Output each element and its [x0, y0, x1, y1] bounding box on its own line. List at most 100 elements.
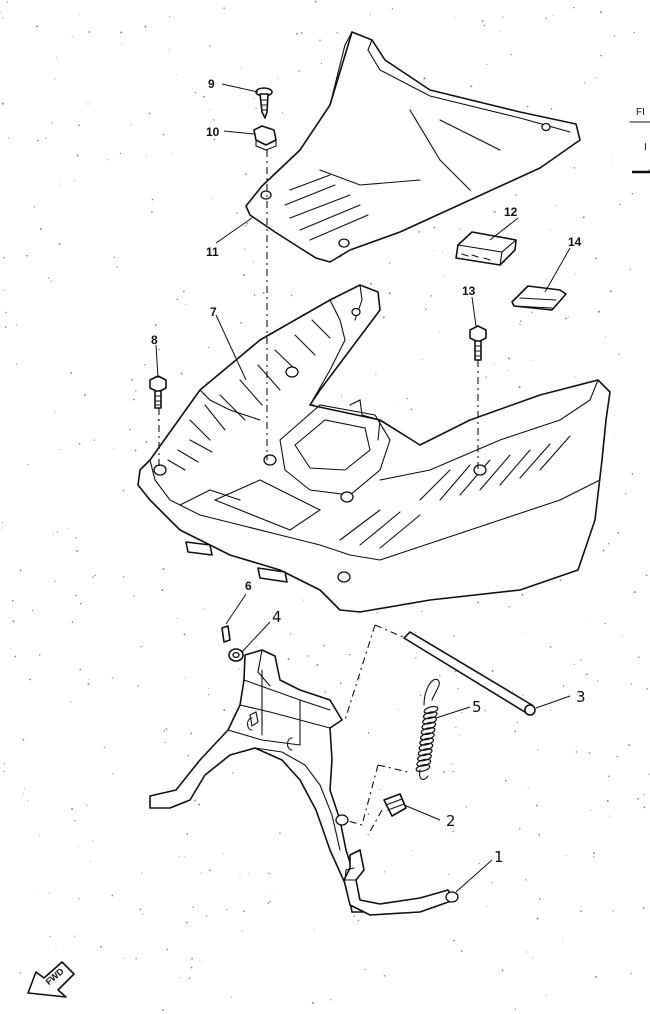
speck [364, 969, 366, 971]
speck [600, 54, 602, 57]
speck [552, 15, 554, 17]
speck [111, 894, 114, 897]
speck [16, 363, 18, 365]
part-13-bolt [469, 325, 487, 361]
speck [504, 779, 507, 782]
speck [584, 82, 586, 84]
corner-mark-bottom: I [644, 142, 647, 153]
speck [31, 609, 34, 612]
speck [78, 13, 80, 15]
speck [52, 534, 54, 536]
speck [244, 172, 247, 175]
speck [51, 122, 53, 124]
spring-coil [418, 742, 434, 751]
speck [618, 353, 620, 355]
speck [240, 321, 242, 324]
speck [483, 24, 486, 27]
speck [521, 593, 524, 596]
speck [27, 800, 29, 802]
speck [410, 408, 413, 410]
speck [151, 211, 153, 213]
speck [142, 913, 144, 915]
speck [183, 290, 185, 293]
speck [134, 449, 137, 452]
part-10-nut-clip [253, 125, 277, 151]
speck [255, 646, 257, 648]
speck [565, 855, 567, 857]
speck [457, 687, 459, 690]
speck [459, 419, 461, 422]
speck [116, 266, 118, 268]
speck [383, 974, 386, 977]
speck [70, 701, 72, 703]
speck [608, 815, 610, 817]
speck [241, 68, 243, 70]
speck [222, 853, 224, 855]
speck [592, 852, 595, 854]
speck [582, 216, 585, 219]
speck [176, 298, 179, 301]
speck [277, 77, 278, 79]
speck [119, 152, 122, 155]
speck [314, 0, 317, 3]
speck [200, 872, 202, 874]
speck [92, 840, 94, 842]
speck [470, 85, 473, 88]
speck [26, 254, 29, 257]
speck [526, 951, 528, 953]
speck [151, 198, 154, 201]
speck [369, 14, 371, 16]
speck [612, 910, 614, 912]
speck [459, 228, 461, 230]
speck [59, 183, 61, 185]
callout-4: 4 [272, 608, 282, 626]
speck [415, 631, 417, 633]
speck [226, 908, 228, 911]
speck [559, 579, 562, 582]
part-7-floor-board [137, 284, 611, 613]
speck [358, 677, 361, 680]
speck [619, 203, 621, 206]
speck [186, 833, 189, 835]
speck [585, 673, 588, 676]
spring-coil [420, 727, 436, 736]
speck [94, 574, 96, 577]
speck [419, 694, 422, 697]
speck [130, 124, 132, 126]
speck [212, 119, 215, 121]
speck [176, 73, 178, 75]
speck [621, 634, 623, 636]
speck [597, 310, 600, 313]
speck [241, 930, 243, 932]
speck [207, 346, 210, 349]
speck [648, 773, 650, 775]
speck [163, 730, 165, 732]
speck [600, 11, 603, 14]
speck [357, 919, 360, 922]
speck [316, 663, 319, 666]
callout-5: 5 [472, 698, 482, 716]
speck [203, 608, 205, 610]
part-5-spring [415, 678, 440, 780]
speck [613, 35, 616, 37]
corner-mark-top: FI [636, 107, 645, 118]
speck [522, 694, 524, 696]
speck [389, 262, 391, 264]
speck [425, 308, 427, 310]
speck [424, 77, 426, 79]
speck [269, 900, 271, 903]
speck [453, 635, 455, 637]
speck [239, 874, 241, 876]
speck [588, 752, 591, 754]
speck [194, 91, 197, 94]
speck [123, 957, 125, 959]
speck [78, 124, 80, 127]
speck [382, 316, 385, 319]
speck [205, 915, 208, 917]
speck [514, 730, 517, 733]
speck [646, 688, 649, 690]
speck [166, 948, 168, 951]
speck [320, 62, 323, 65]
speck [452, 830, 454, 833]
speck [493, 210, 496, 213]
